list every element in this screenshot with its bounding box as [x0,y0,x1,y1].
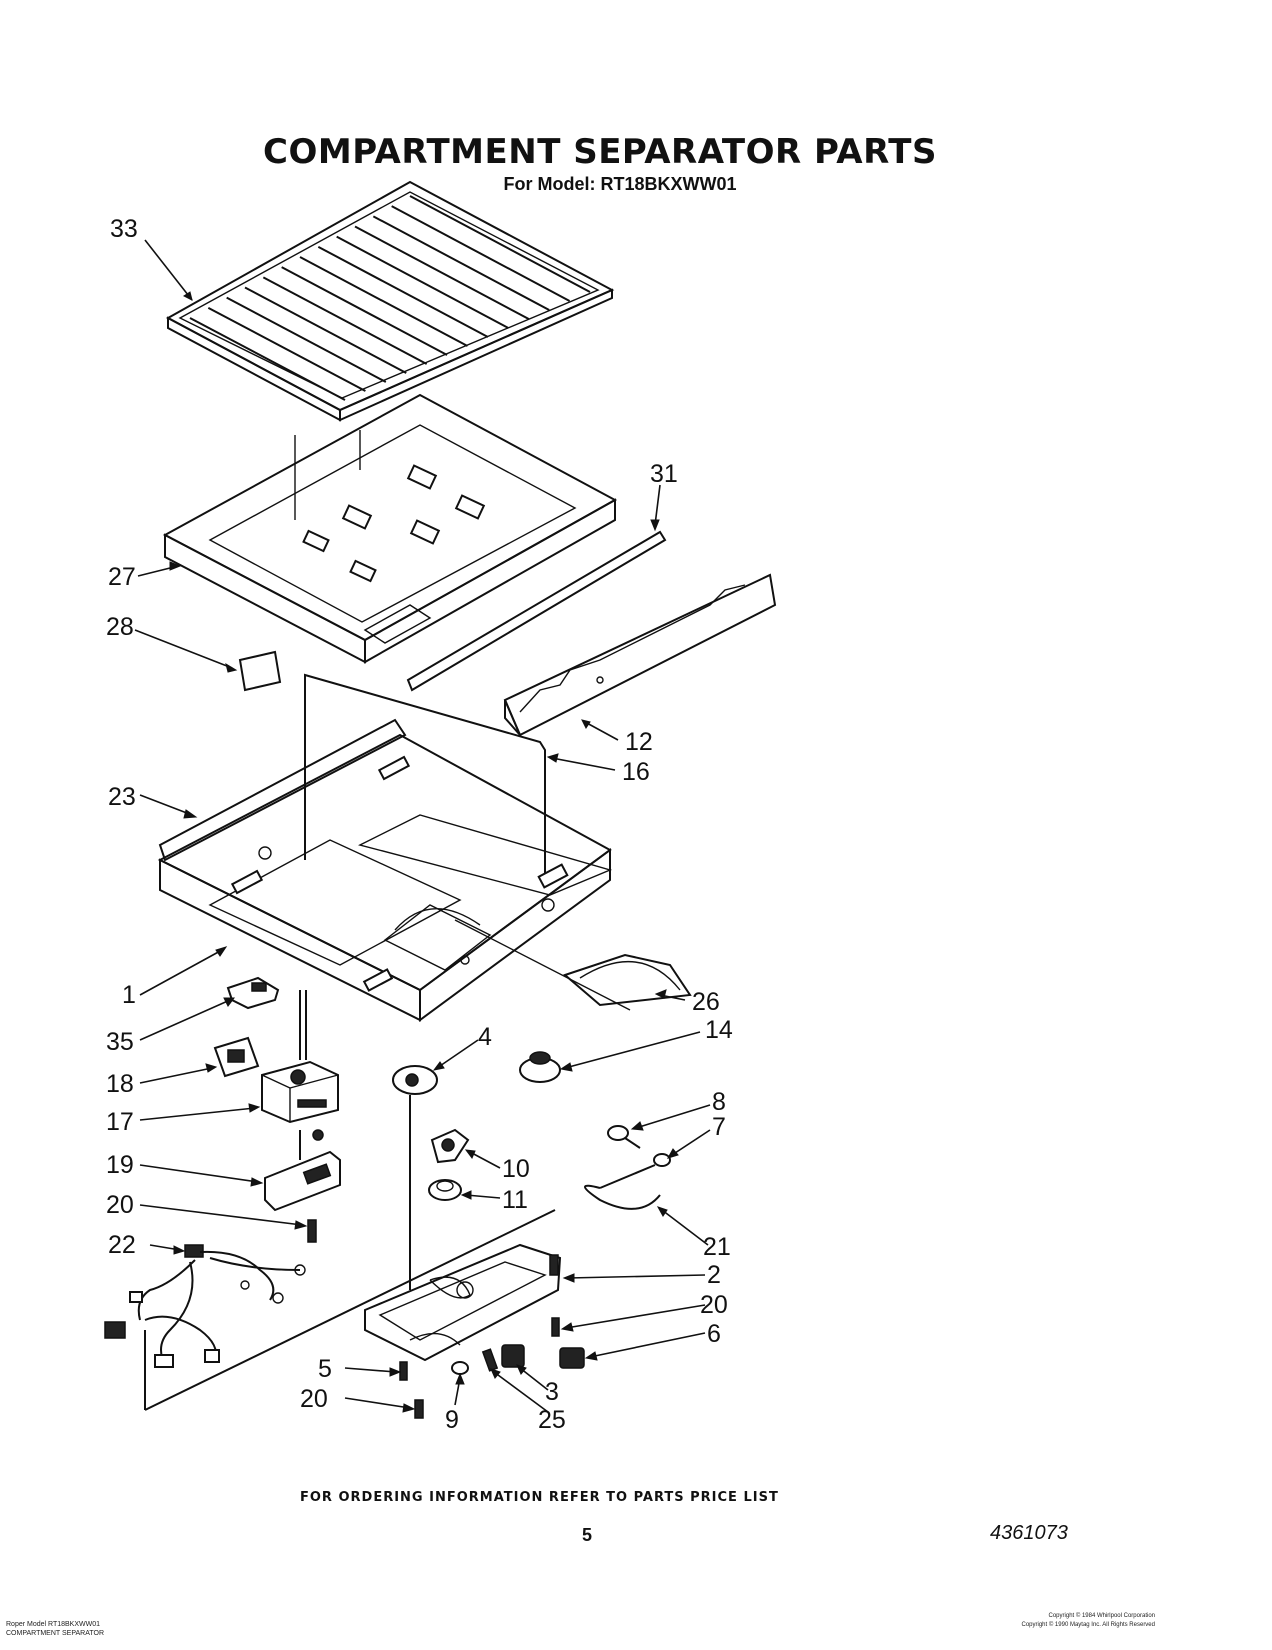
footer-copyright: Copyright © 1984 Whirlpool Corporation C… [945,1612,1156,1630]
leader-lines [134,239,711,1413]
page-number: 5 [582,1525,593,1545]
small-knob-part [428,1179,462,1201]
label-5: 5 [318,1355,332,1383]
label-27: 27 [108,563,136,591]
bracket-part [226,976,307,1060]
grille-slat [207,306,366,392]
channel-part [503,573,777,737]
control-bracket-part [264,1129,341,1212]
cable-parts [584,1125,671,1210]
label-4: 4 [478,1023,492,1051]
label-8: 8 [712,1088,726,1116]
label-19: 19 [106,1151,134,1179]
grille-slat [409,195,591,293]
label-16: 16 [622,758,650,786]
part-number-labels: 33 31 27 28 12 16 23 1 26 35 14 4 18 17 … [106,215,733,1434]
label-33: 33 [110,215,138,243]
label-22: 22 [108,1231,136,1259]
screw-parts [307,1219,560,1419]
label-3: 3 [545,1378,559,1406]
diagram-title: COMPARTMENT SEPARATOR PARTS [263,132,937,172]
label-18: 18 [106,1070,134,1098]
gasket-part [213,1036,260,1078]
grille-slat [336,235,509,329]
control-housing-part [364,1243,562,1362]
rod-wire-part [304,673,546,880]
label-26: 26 [692,988,720,1016]
label-14: 14 [705,1016,733,1044]
label-10: 10 [502,1155,530,1183]
block-part [238,650,282,692]
thermostat-part [430,1128,470,1164]
footer-left-line-1: Roper Model RT18BKXWW01 [6,1621,101,1628]
label-21: 21 [703,1233,731,1261]
label-17: 17 [106,1108,134,1136]
grille-slat [299,256,468,347]
grille-slat [317,245,489,338]
label-20-a: 20 [106,1191,134,1219]
grille-slat [189,317,346,401]
label-9: 9 [445,1406,459,1434]
label-25: 25 [538,1406,566,1434]
label-2: 2 [707,1261,721,1289]
document-number: 4361073 [990,1522,1068,1544]
label-23: 23 [108,783,136,811]
separator-pan-part [157,718,631,1022]
label-12: 12 [625,728,653,756]
ordering-note: FOR ORDERING INFORMATION REFER TO PARTS … [300,1490,779,1505]
grille-slat [372,215,550,311]
damper-part [392,1065,438,1290]
baffle-part [563,953,692,1007]
grille-slat [226,296,387,383]
label-7: 7 [712,1113,726,1141]
grille-slat [262,276,428,365]
footer-right-line-2: Copyright © 1990 Maytag Inc. All Rights … [1021,1622,1156,1628]
label-31: 31 [650,460,678,488]
separator-frame-part [162,393,618,664]
footer-left-line-2: COMPARTMENT SEPARATOR [6,1630,105,1637]
label-28: 28 [106,613,134,641]
grille-slat [391,205,571,302]
label-1: 1 [122,981,136,1009]
label-20-b: 20 [700,1291,728,1319]
housing-part [261,1060,339,1124]
strip-part [406,530,667,692]
shelf-grille-part [165,180,615,422]
footer-model-info: Roper Model RT18BKXWW01 COMPARTMENT SEPA… [6,1620,104,1638]
grille-slat [354,225,530,320]
grille-slat [244,286,407,374]
label-20-c: 20 [300,1385,328,1413]
grille-slat [281,266,448,356]
model-subtitle: For Model: RT18BKXWW01 [503,174,737,194]
small-fitting-parts [451,1344,585,1375]
footer-right-line-1: Copyright © 1984 Whirlpool Corporation [1048,1613,1155,1619]
label-6: 6 [707,1320,721,1348]
label-35: 35 [106,1028,134,1056]
knob-part [519,1051,561,1083]
label-11: 11 [502,1186,528,1214]
